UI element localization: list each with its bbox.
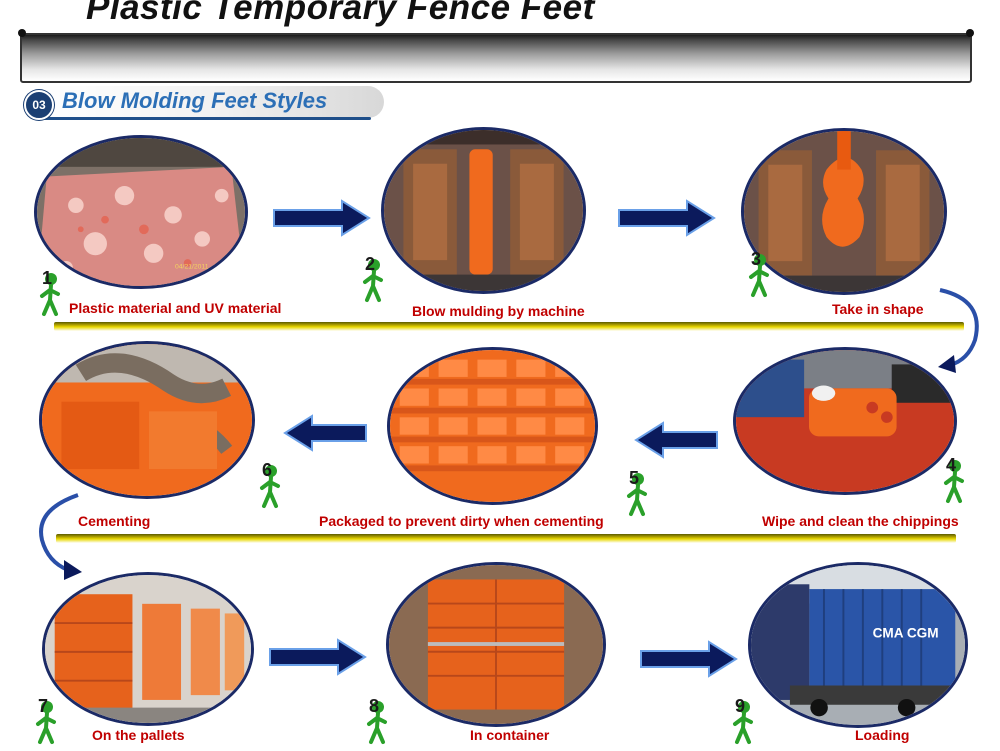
curved-arrow-right (930, 285, 990, 380)
step-label-8: In container (470, 727, 550, 743)
arrow-left-1 (282, 413, 368, 458)
arrow-right-2 (617, 198, 717, 243)
step-number-2: 2 (365, 254, 376, 274)
banner-right-dot (966, 29, 974, 37)
step-number-8: 8 (369, 696, 380, 716)
section-underline (36, 117, 371, 120)
title-banner (18, 29, 974, 83)
photo-wipe-clean (733, 347, 957, 495)
step-label-4: Wipe and clean the chippings (762, 513, 959, 529)
step-label-2: Blow mulding by machine (412, 303, 585, 319)
step-number-5: 5 (629, 468, 640, 488)
walker-icon-step-8: 8 (363, 696, 393, 746)
step-number-1: 1 (42, 268, 53, 288)
step-number-7: 7 (38, 696, 49, 716)
photo-packaged (387, 347, 598, 505)
step-label-6: Cementing (78, 513, 151, 529)
step-label-3: Take in shape (832, 301, 924, 317)
arrow-left-2 (633, 420, 719, 465)
step-label-1: Plastic material and UV material (69, 300, 282, 316)
step-number-9: 9 (735, 696, 746, 716)
photo-pallets (42, 572, 254, 726)
photo-blow-molding-machine (381, 127, 586, 294)
arrow-right-3 (268, 637, 368, 682)
step-label-7: On the pallets (92, 727, 185, 743)
step-number-4: 4 (946, 455, 957, 475)
step-number-3: 3 (751, 249, 762, 269)
arrow-right-4 (639, 639, 739, 684)
section-title: Blow Molding Feet Styles (62, 88, 328, 113)
step-number-6: 6 (262, 460, 273, 480)
step-label-5: Packaged to prevent dirty when cementing (319, 513, 604, 529)
section-number-badge: 03 (24, 90, 54, 120)
banner-left-dot (18, 29, 26, 37)
walker-icon-step-4: 4 (940, 455, 970, 505)
walker-icon-step-2: 2 (359, 254, 389, 304)
photo-loading: CMA CGM (748, 562, 968, 728)
photo-date-stamp: 04/21/2011 (175, 264, 209, 271)
arrow-right-1 (272, 198, 372, 243)
section-header: 03 Blow Molding Feet Styles (24, 86, 384, 120)
page-title: Plastic Temporary Fence Feet (86, 0, 595, 27)
walker-icon-step-1: 1 (36, 268, 66, 318)
walker-icon-step-5: 5 (623, 468, 653, 518)
walker-icon-step-7: 7 (32, 696, 62, 746)
row-divider-2 (56, 534, 956, 543)
walker-icon-step-3: 3 (745, 249, 775, 299)
photo-in-container (386, 562, 606, 727)
photo-cementing (39, 341, 255, 499)
section-pill (38, 86, 384, 118)
curved-arrow-left (30, 490, 90, 585)
photo-plastic-material: 04/21/2011 (34, 135, 248, 289)
row-divider-1 (54, 322, 964, 331)
walker-icon-step-6: 6 (256, 460, 286, 510)
container-brand-text: CMA CGM (873, 625, 939, 640)
step-label-9: Loading (855, 727, 910, 743)
walker-icon-step-9: 9 (729, 696, 759, 746)
